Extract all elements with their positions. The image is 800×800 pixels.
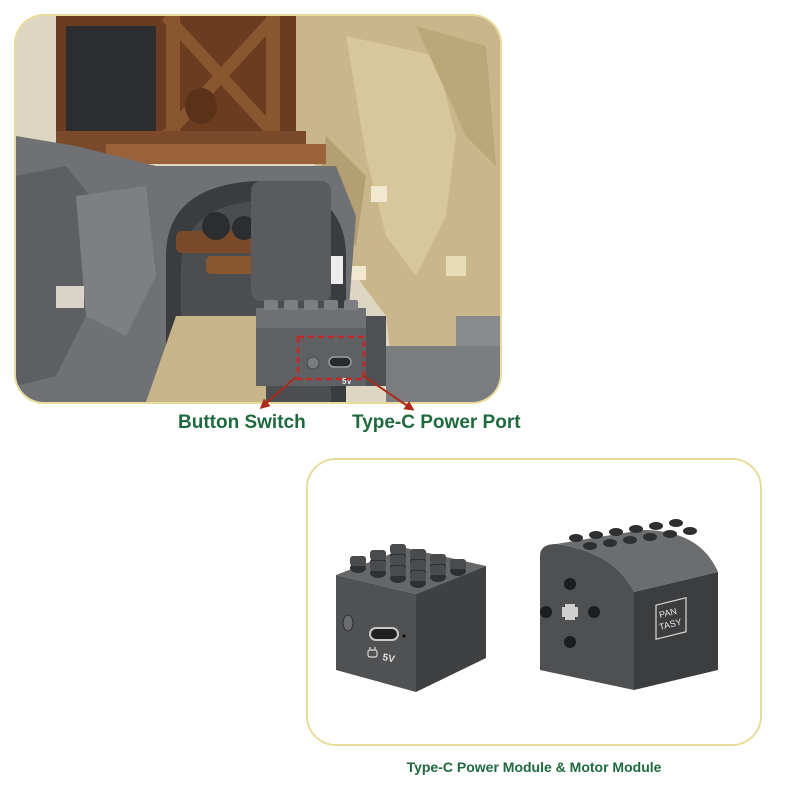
power-module: 5V (336, 544, 486, 692)
building-photo-frame: 5V (14, 14, 502, 404)
voltage-label: 5V (381, 652, 396, 665)
motor-module: PAN TASY (540, 519, 718, 690)
modules-photo-frame: 5V (306, 458, 762, 746)
modules-caption: Type-C Power Module & Motor Module (406, 759, 662, 775)
svg-text:5V: 5V (342, 377, 352, 386)
building-photo: 5V (16, 16, 500, 402)
power-plug-icon (367, 647, 378, 658)
usb-c-port-icon (369, 627, 399, 641)
axle-cross-icon (540, 578, 600, 648)
logo-line1: PAN (658, 606, 678, 620)
modules-photo: 5V (308, 460, 760, 744)
button-switch-icon (342, 614, 354, 632)
type-c-port-caption: Type-C Power Port (352, 412, 521, 433)
button-switch-caption: Button Switch (178, 412, 306, 433)
